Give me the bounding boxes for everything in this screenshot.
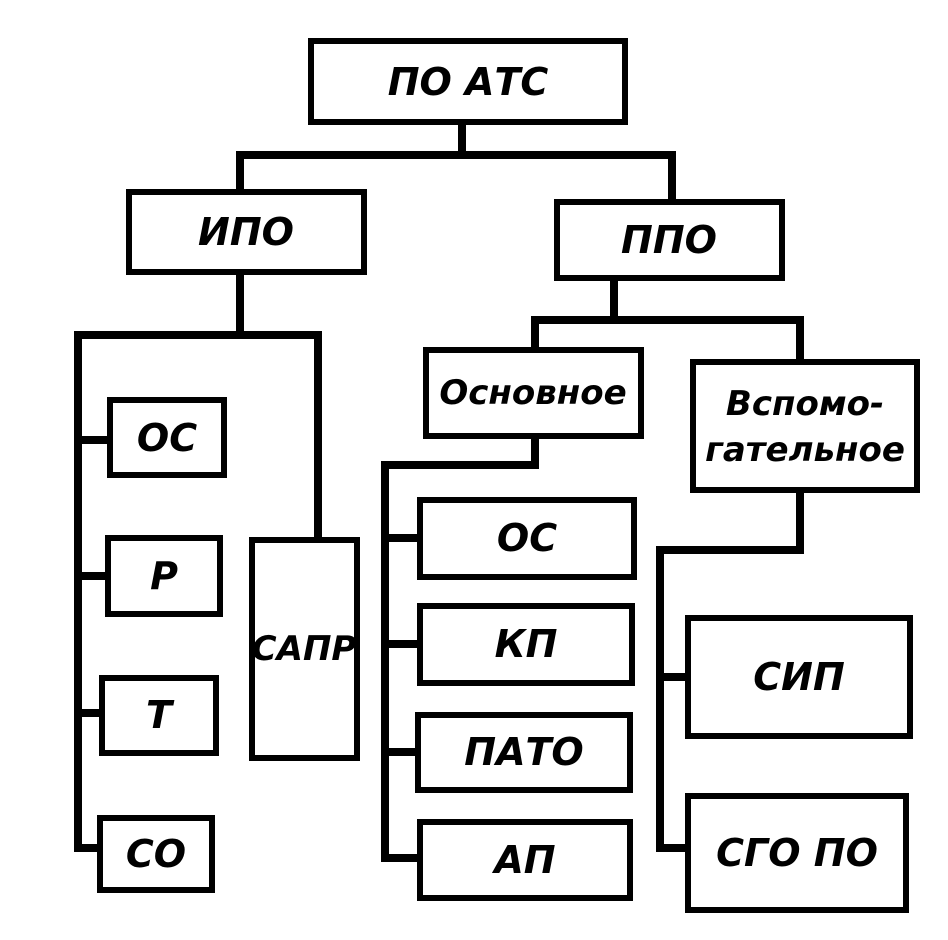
connector-vspomogatelnoe-to-children — [656, 486, 804, 852]
node-ipo: ИПО — [126, 189, 367, 275]
node-osnovnoe-pato-label: ПАТО — [464, 730, 583, 774]
connector-osnovnoe-to-children — [381, 432, 539, 862]
node-vspom-sgo-po-label: СГО ПО — [716, 831, 878, 875]
connectors — [74, 118, 804, 862]
node-osnovnoe-ap: АП — [417, 819, 633, 901]
node-vspomogatelnoe-label-line1: Вспомо- — [726, 384, 884, 424]
node-vspomogatelnoe-label-line2: гательное — [705, 430, 905, 470]
node-vspomogatelnoe: Вспомо- гательное — [690, 359, 920, 493]
node-ipo-so: СО — [97, 815, 215, 893]
node-ipo-r-label: Р — [150, 554, 178, 598]
node-osnovnoe-kp-label: КП — [495, 622, 558, 666]
node-ppo-label: ППО — [621, 218, 717, 262]
node-osnovnoe-os-label: ОС — [497, 516, 557, 560]
node-osnovnoe-label: Основное — [439, 373, 626, 413]
node-osnovnoe-ap-label: АП — [491, 838, 555, 882]
node-po-ats-label: ПО АТС — [388, 60, 549, 104]
node-ipo-t: Т — [99, 675, 219, 756]
node-vspom-sip-label: СИП — [753, 655, 845, 699]
node-ipo-t-label: Т — [146, 693, 175, 737]
node-vspom-sgo-po: СГО ПО — [685, 793, 909, 913]
connector-root-to-level1 — [236, 118, 676, 206]
node-vspom-sip: СИП — [685, 615, 913, 739]
connector-ipo-to-children — [74, 268, 322, 852]
node-po-ats: ПО АТС — [308, 38, 628, 125]
node-ipo-os: ОС — [107, 397, 227, 478]
node-osnovnoe: Основное — [423, 347, 644, 439]
node-ipo-os-label: ОС — [137, 416, 197, 460]
node-ppo: ППО — [554, 199, 785, 281]
node-ipo-so-label: СО — [126, 832, 186, 876]
node-ipo-r: Р — [105, 535, 223, 617]
node-osnovnoe-os: ОС — [417, 497, 637, 580]
node-ipo-sapr: САПР — [249, 537, 360, 761]
connector-ppo-to-children — [531, 274, 804, 366]
node-osnovnoe-kp: КП — [417, 603, 635, 686]
node-osnovnoe-pato: ПАТО — [415, 712, 633, 793]
node-ipo-sapr-label: САПР — [252, 629, 357, 669]
node-ipo-label: ИПО — [198, 210, 294, 254]
